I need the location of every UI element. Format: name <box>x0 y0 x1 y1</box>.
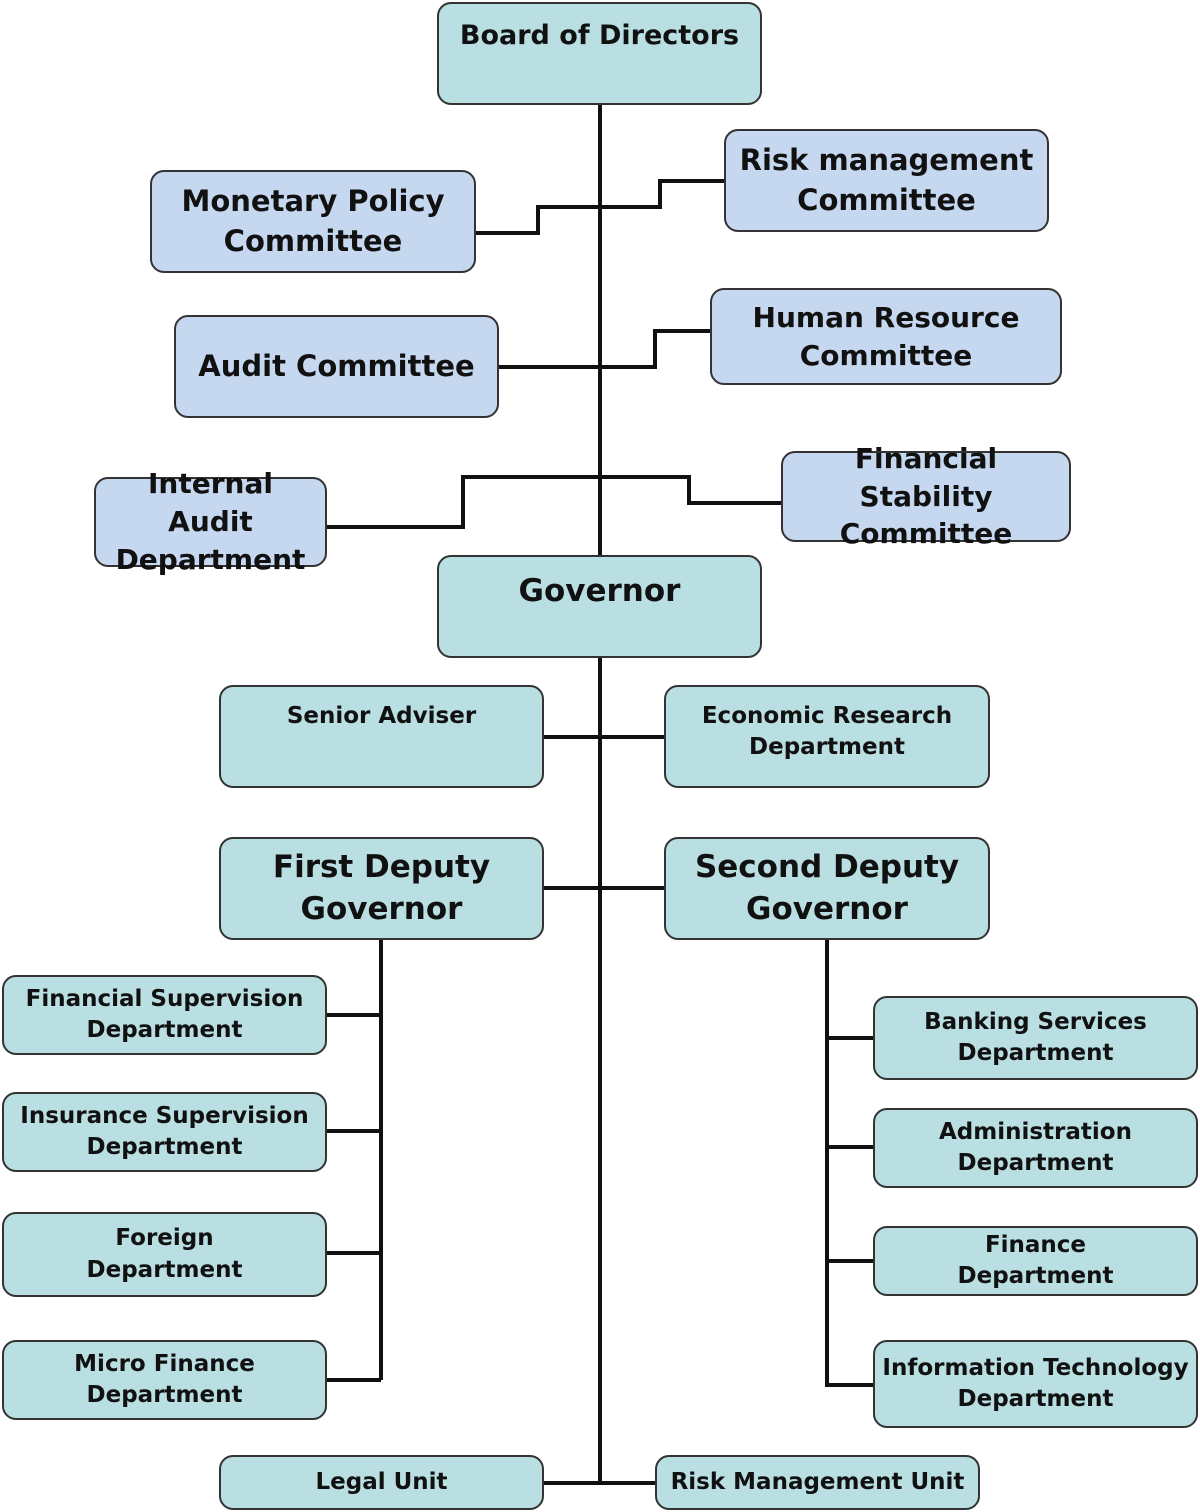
connector-first-deputy-branch <box>327 940 383 1382</box>
node-label-line: Administration <box>939 1118 1132 1145</box>
connector-monetary-risk <box>476 179 724 235</box>
node-legal-unit: Legal Unit <box>219 1455 544 1510</box>
node-label-line: Department <box>957 1150 1114 1176</box>
node-label-line: Department <box>115 542 306 576</box>
node-label-line: Governor <box>746 890 908 927</box>
node-label-line: Department <box>86 1134 243 1160</box>
node-label-line: Legal Unit <box>315 1468 448 1495</box>
node-senior-adviser: Senior Adviser <box>219 685 544 788</box>
node-label-line: Internal Audit <box>148 467 273 539</box>
node-governor: Governor <box>437 555 762 658</box>
node-label-line: Board of Directors <box>459 20 740 51</box>
node-board-of-directors: Board of Directors <box>437 2 762 105</box>
node-label-line: First Deputy <box>272 848 491 885</box>
connector-audit-hr <box>499 329 710 369</box>
node-label-line: Foreign <box>115 1225 214 1252</box>
node-label-line: Department <box>86 1256 243 1283</box>
node-label-line: Department <box>86 1017 243 1043</box>
node-label-line: Committee <box>797 182 976 217</box>
node-label-line: Second Deputy <box>694 848 960 885</box>
node-label-line: Committee <box>223 223 403 258</box>
node-label-line: Financial Stability <box>854 441 998 513</box>
node-label-line: Department <box>957 1386 1114 1412</box>
node-label-line: Audit Committee <box>198 348 475 383</box>
connector-second-deputy-branch <box>825 940 873 1387</box>
node-label-line: Risk Management Unit <box>670 1468 965 1495</box>
node-audit-committee: Audit Committee <box>174 315 499 418</box>
node-label-line: Committee <box>839 517 1013 551</box>
connector-internal-stability <box>327 475 781 529</box>
node-label-line: Finance <box>984 1231 1087 1258</box>
node-label-line: Micro Finance <box>74 1350 255 1377</box>
node-label-line: Insurance Supervision <box>20 1102 309 1129</box>
node-label-line: Department <box>749 734 905 761</box>
node-label-line: Human Resource <box>752 300 1020 334</box>
node-label-line: Department <box>957 1263 1114 1289</box>
node-label-line: Monetary Policy <box>181 184 445 219</box>
node-label-line: Banking Services <box>924 1008 1147 1035</box>
node-label-line: Information Technology <box>882 1354 1189 1381</box>
node-label-line: Department <box>86 1382 243 1408</box>
node-risk-management-unit: Risk Management Unit <box>655 1455 980 1510</box>
node-label-line: Committee <box>799 338 973 372</box>
node-label-line: Financial Supervision <box>25 985 304 1012</box>
node-label-line: Department <box>957 1040 1114 1066</box>
node-label-line: Risk management <box>739 143 1034 178</box>
node-label-line: Governor <box>518 573 681 609</box>
node-label-line: Senior Adviser <box>286 703 477 729</box>
node-label-line: Economic Research <box>701 703 953 729</box>
node-label-line: Governor <box>300 890 463 927</box>
